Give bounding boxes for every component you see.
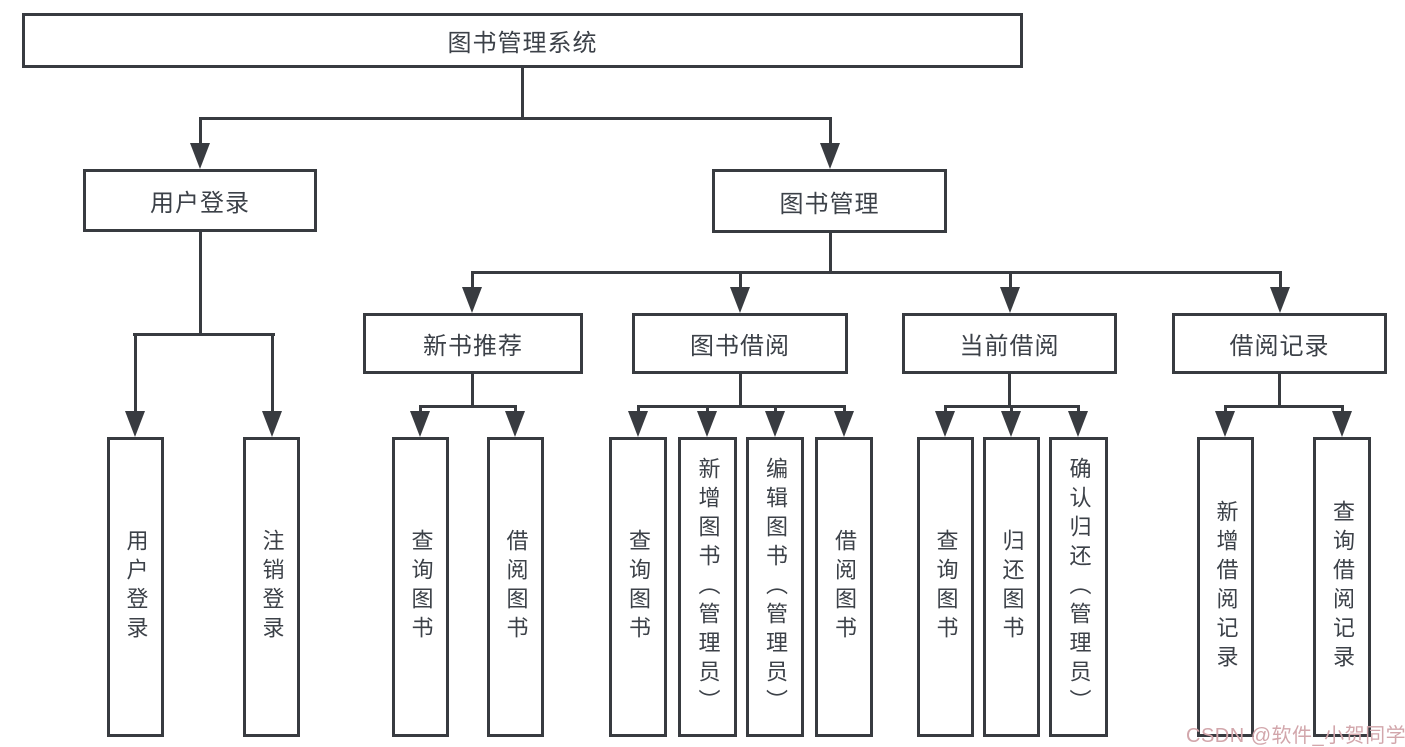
watermark: CSDN @软件_小贺同学 (1186, 725, 1405, 747)
arrowhead-add-record (1215, 411, 1235, 437)
node-new-book-recommend: 新书推荐 (363, 313, 583, 374)
connector-stem-book-management (829, 117, 832, 159)
connector-new-book-hline (419, 405, 517, 408)
leaf-return-books: 归还图书 (983, 437, 1040, 737)
arrowhead-leaf-logout (262, 411, 282, 437)
node-borrowing-records: 借阅记录 (1172, 313, 1387, 374)
arrowhead-borrowing-records (1270, 287, 1290, 313)
arrowhead-return-book (1001, 411, 1021, 437)
arrowhead-confirm-return (1068, 411, 1088, 437)
arrowhead-current-borrowing (1000, 287, 1020, 313)
leaf-borrow-books-recommend: 借阅图书 (487, 437, 544, 737)
connector-user-login-hline (133, 333, 275, 336)
connector-user-login-stub (199, 230, 202, 336)
arrowhead-new-book (462, 287, 482, 313)
node-book-management: 图书管理 (712, 169, 947, 233)
leaf-borrow-books-borrowing: 借阅图书 (815, 437, 873, 737)
connector-book-mgmt-hline (471, 271, 1282, 274)
leaf-query-books-current: 查询图书 (917, 437, 974, 737)
leaf-edit-books-admin: 编辑图书（管理员） (746, 437, 804, 737)
arrowhead-borrow-1 (505, 411, 525, 437)
node-book-borrowing: 图书借阅 (632, 313, 848, 374)
arrowhead-add-book (697, 411, 717, 437)
leaf-query-books-borrowing: 查询图书 (609, 437, 667, 737)
arrowhead-query-2 (628, 411, 648, 437)
connector-book-borrowing-stub (739, 373, 742, 408)
arrowhead-book-borrowing (730, 287, 750, 313)
connector-current-borrowing-stub (1008, 373, 1011, 408)
arrowhead-user-login (190, 143, 210, 169)
connector-borrowing-records-stub (1278, 373, 1281, 408)
connector-stem-leaf-user-login (134, 333, 137, 427)
leaf-confirm-return-admin: 确认归还（管理员） (1049, 437, 1108, 737)
connector-book-mgmt-stub (829, 231, 832, 274)
arrowhead-borrow-2 (834, 411, 854, 437)
arrowhead-leaf-user-login (125, 411, 145, 437)
leaf-query-books-recommend: 查询图书 (392, 437, 449, 737)
arrowhead-book-management (820, 143, 840, 169)
leaf-logout: 注销登录 (243, 437, 300, 737)
arrowhead-query-1 (410, 411, 430, 437)
arrowhead-edit-book (765, 411, 785, 437)
arrowhead-query-record (1332, 411, 1352, 437)
arrowhead-query-3 (935, 411, 955, 437)
connector-stem-user-login (199, 117, 202, 159)
connector-new-book-stub (471, 373, 474, 408)
node-current-borrowing: 当前借阅 (902, 313, 1117, 374)
leaf-add-borrow-record: 新增借阅记录 (1197, 437, 1254, 737)
connector-book-borrowing-hline (637, 405, 846, 408)
connector-root-hline (199, 117, 832, 120)
leaf-query-borrow-record: 查询借阅记录 (1313, 437, 1371, 737)
connector-borrowing-records-hline (1224, 405, 1344, 408)
node-library-system: 图书管理系统 (22, 13, 1023, 68)
leaf-user-login: 用户登录 (107, 437, 164, 737)
leaf-add-books-admin: 新增图书（管理员） (678, 437, 737, 737)
connector-stem-leaf-logout (271, 333, 274, 427)
connector-root-stub (521, 66, 524, 120)
node-user-login: 用户登录 (83, 169, 317, 232)
